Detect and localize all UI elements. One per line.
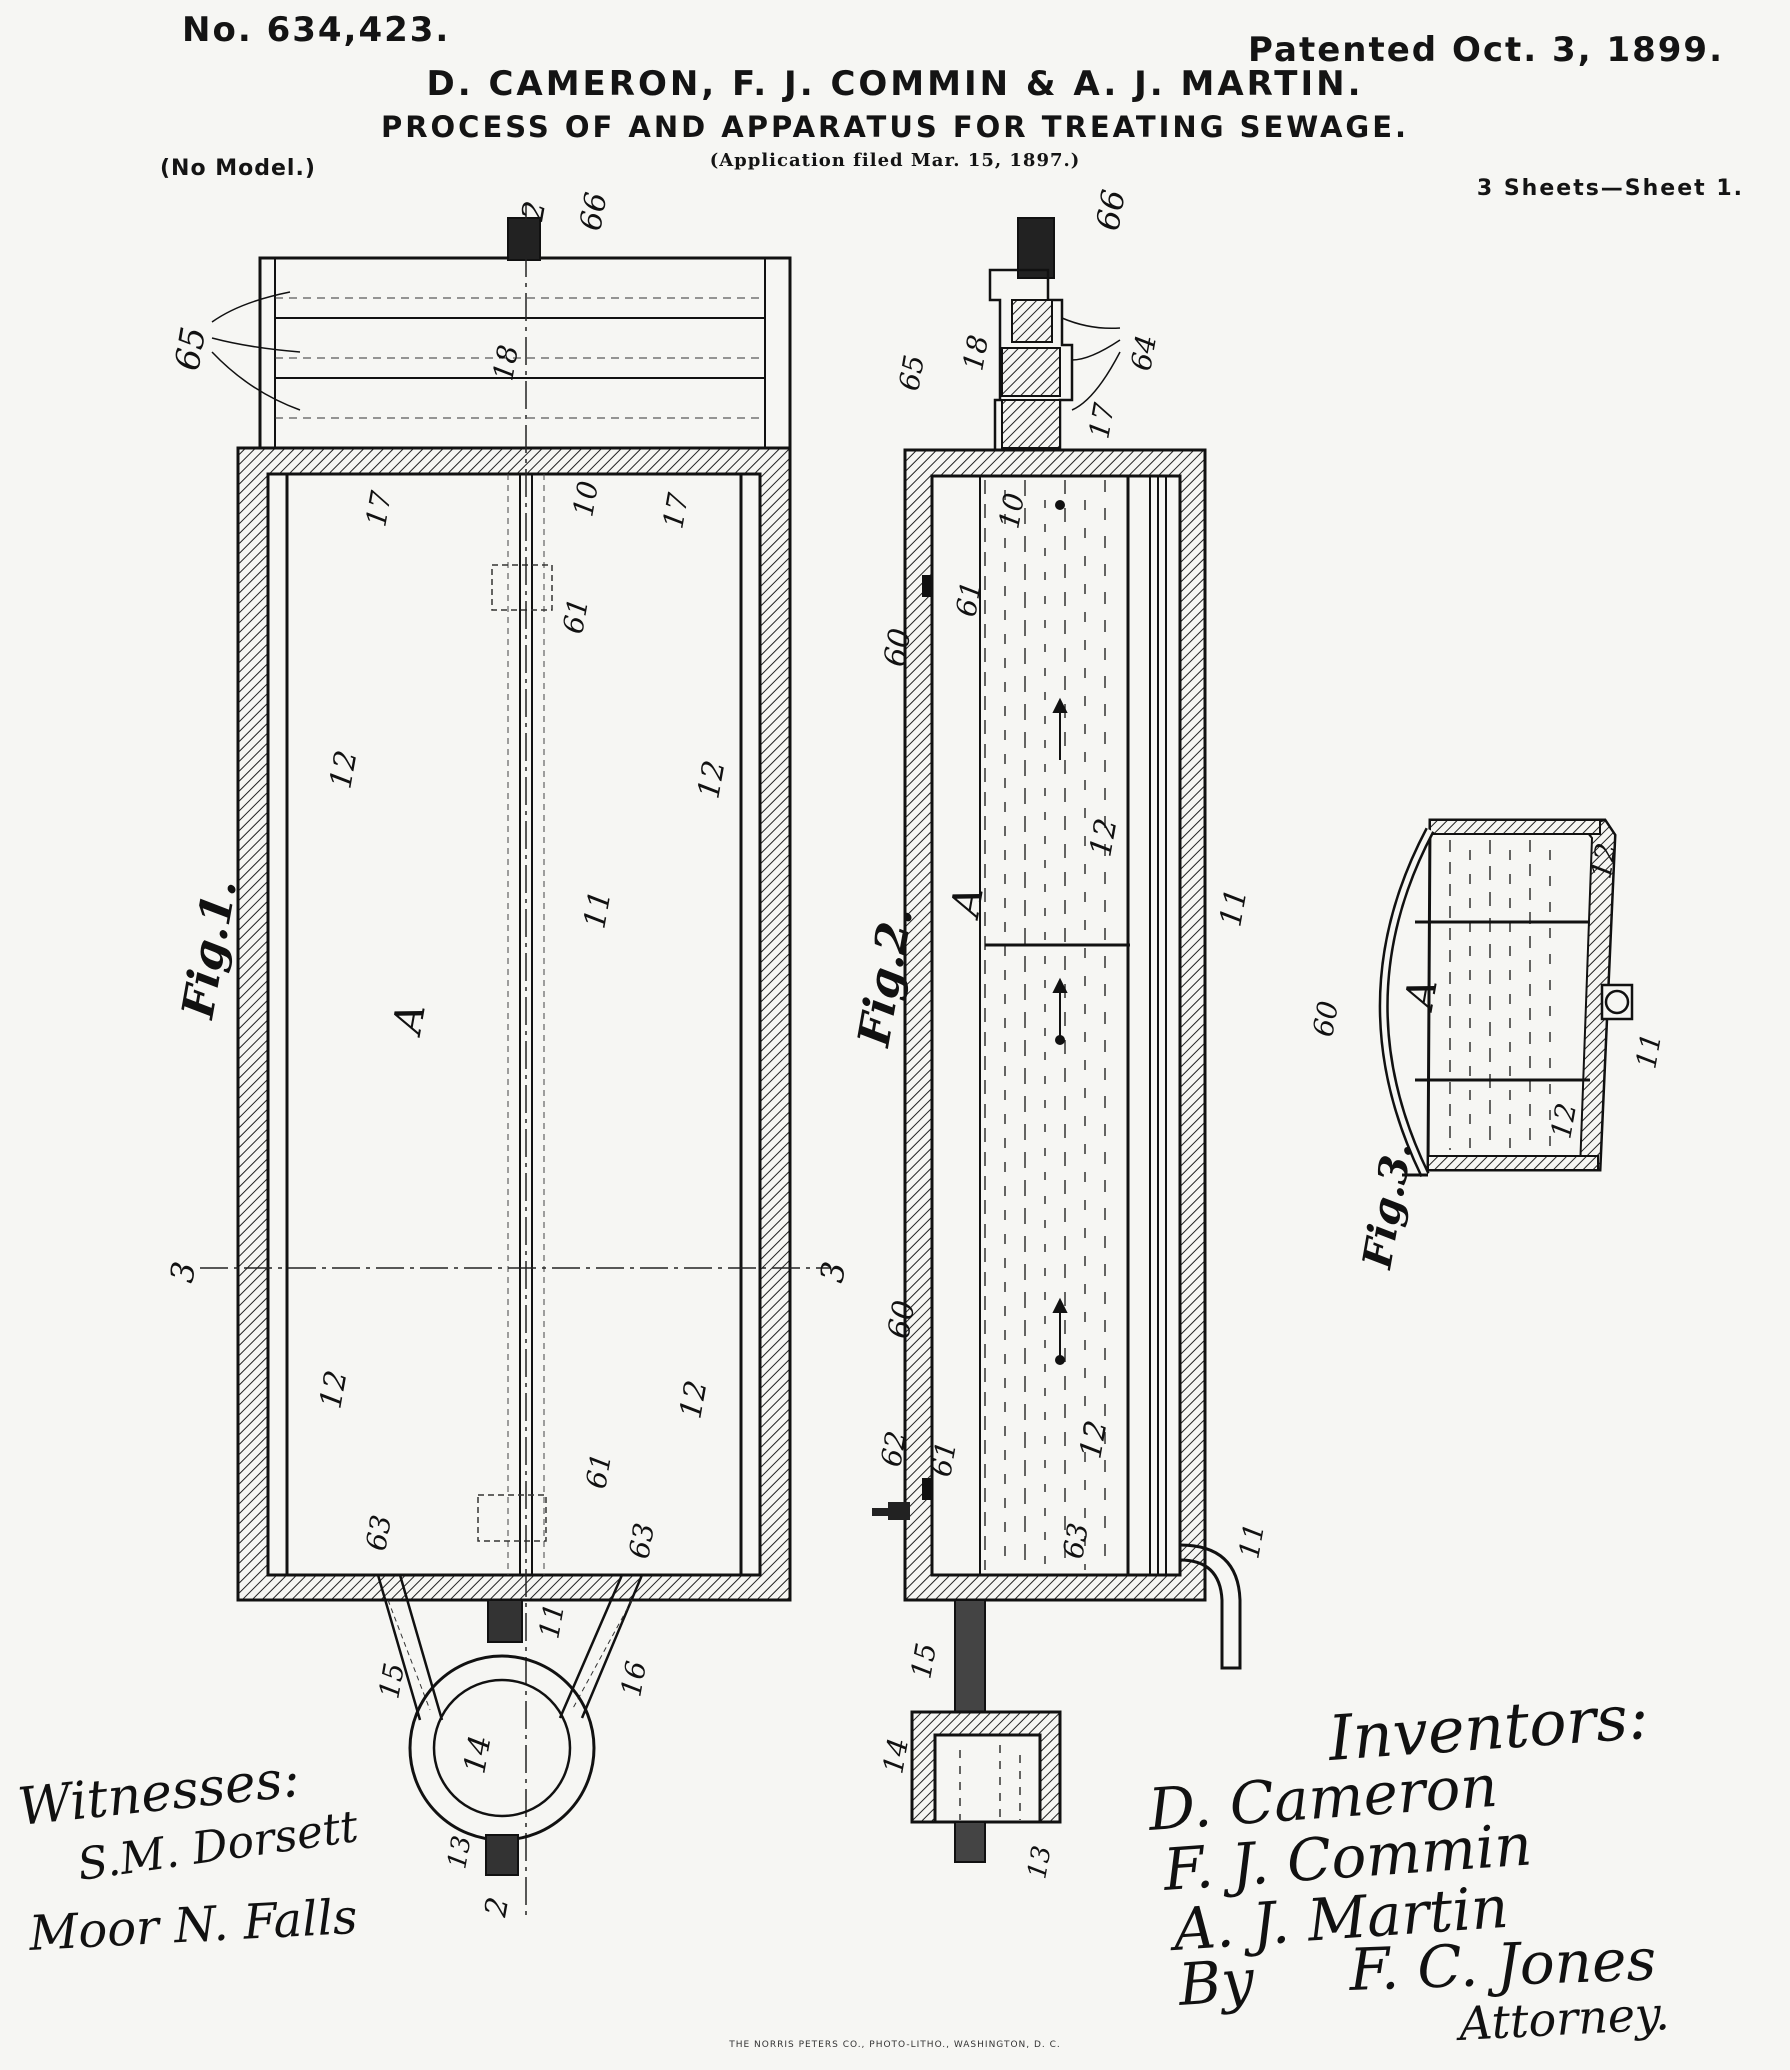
inventor-names-heading: D. CAMERON, F. J. COMMIN & A. J. MARTIN. (426, 64, 1364, 104)
witnesses-block: Witnesses: S.M. Dorsett Moor N. Falls (15, 1749, 361, 1962)
fig2-ref-61-top: 61 (949, 578, 988, 619)
fig1-ref-17-left: 17 (359, 488, 398, 529)
figure-3-cross-section: 12 A 60 11 12 Fig.3. (1306, 818, 1668, 1273)
fig2-ref-62: 62 (874, 1428, 913, 1469)
fig1-ref-12-bottom-right: 12 (673, 1378, 714, 1422)
fig1-ref-12-top-left: 12 (323, 748, 364, 792)
fig1-ref-63-right: 63 (622, 1520, 661, 1561)
by-label: By (1175, 1946, 1257, 2019)
application-date: (Application filed Mar. 15, 1897.) (709, 150, 1081, 171)
fig2-ref-63: 63 (1056, 1520, 1095, 1561)
fig2-ref-15: 15 (904, 1640, 943, 1681)
fig1-ref-14: 14 (457, 1733, 498, 1777)
witness-2: Moor N. Falls (27, 1889, 359, 1962)
patent-number: No. 634,423. (182, 10, 451, 50)
fig1-ref-12-top-right: 12 (691, 758, 732, 802)
fig1-label: Fig.1. (172, 875, 247, 1024)
fig3-ref-12-top: 12 (1584, 840, 1623, 881)
fig1-ref-16: 16 (614, 1658, 653, 1699)
fig2-ref-12-top: 12 (1083, 816, 1124, 860)
tank-wall (236, 446, 792, 1602)
fig1-ref-18: 18 (486, 342, 525, 383)
fig1-ref-2-bottom: 2 (478, 1895, 516, 1921)
fig2-settling-box (910, 1710, 1062, 1824)
settling-ring (408, 1654, 596, 1842)
fig1-ref-11-bottom: 11 (532, 1600, 571, 1641)
fig2-ref-66: 66 (1088, 187, 1132, 234)
fig3-label: Fig.3. (1353, 1138, 1422, 1272)
fig1-ref-65: 65 (167, 324, 214, 374)
inventors-signature-block: Inventors: D. Cameron F. J. Commin A. J.… (1145, 1680, 1670, 2051)
fig3-ref-A: A (1396, 975, 1447, 1015)
fig1-ref-17-right: 17 (656, 490, 695, 531)
inlet-pipe (507, 217, 541, 261)
fig2-ref-11-outlet: 11 (1232, 1520, 1271, 1561)
patent-date: Patented Oct. 3, 1899. (1248, 30, 1724, 70)
fig1-ref-10: 10 (566, 478, 605, 519)
fig2-ref-14: 14 (876, 1735, 915, 1776)
fig1-ref-13: 13 (442, 1833, 477, 1871)
sheet-count: 3 Sheets—Sheet 1. (1476, 176, 1744, 201)
fig2-inlet-pipe (1017, 217, 1055, 279)
fig1-ref-11: 11 (577, 888, 618, 932)
figure-2-section-view: 66 18 65 64 17 10 61 60 A 12 11 Fig.2. 6… (848, 187, 1271, 1882)
fig1-ref-15: 15 (372, 1660, 411, 1701)
inlet-chamber (258, 256, 792, 450)
fig2-ref-17: 17 (1082, 400, 1121, 441)
fig1-ref-12-bottom-left: 12 (313, 1368, 354, 1412)
fig2-tank-wall (903, 448, 1207, 1602)
fig3-ref-11: 11 (1629, 1030, 1668, 1071)
fig2-liquid (984, 480, 1106, 1570)
fig3-ref-12-bottom: 12 (1544, 1100, 1583, 1141)
fig2-ref-60-bottom: 60 (881, 1298, 922, 1342)
fig2-ref-64: 64 (1124, 332, 1163, 373)
figure-1-plan-view: 2 66 65 18 17 10 17 61 12 12 Fig.1. A 11… (162, 190, 853, 1921)
fig2-ref-18: 18 (956, 332, 995, 373)
fig2-ref-60-top: 60 (877, 626, 918, 670)
fig1-ref-3-right: 3 (812, 1259, 853, 1286)
model-note: (No Model.) (160, 156, 316, 181)
attorney-signature: F. C. Jones (1347, 1925, 1657, 2004)
fig1-ref-61-bottom: 61 (579, 1450, 618, 1491)
fig1-ref-66: 66 (573, 190, 614, 234)
fig3-ref-60: 60 (1306, 998, 1345, 1039)
printer-imprint: THE NORRIS PETERS CO., PHOTO-LITHO., WAS… (729, 2040, 1061, 2050)
fig2-ref-10: 10 (992, 490, 1031, 531)
patent-title: PROCESS OF AND APPARATUS FOR TREATING SE… (380, 110, 1410, 144)
fig2-ref-13: 13 (1022, 1843, 1057, 1881)
fig1-ref-3-left: 3 (162, 1259, 203, 1286)
fig2-ref-11-side: 11 (1213, 886, 1254, 930)
fig1-ref-63-left: 63 (359, 1512, 398, 1553)
attorney-label: Attorney. (1454, 1986, 1671, 2051)
fig1-ref-61-top: 61 (556, 595, 595, 636)
fig2-ref-12-bottom: 12 (1073, 1418, 1114, 1462)
fig2-ref-65: 65 (892, 352, 931, 393)
fig1-ref-A: A (384, 1000, 435, 1040)
fig2-ref-61-bottom: 61 (924, 1438, 963, 1479)
